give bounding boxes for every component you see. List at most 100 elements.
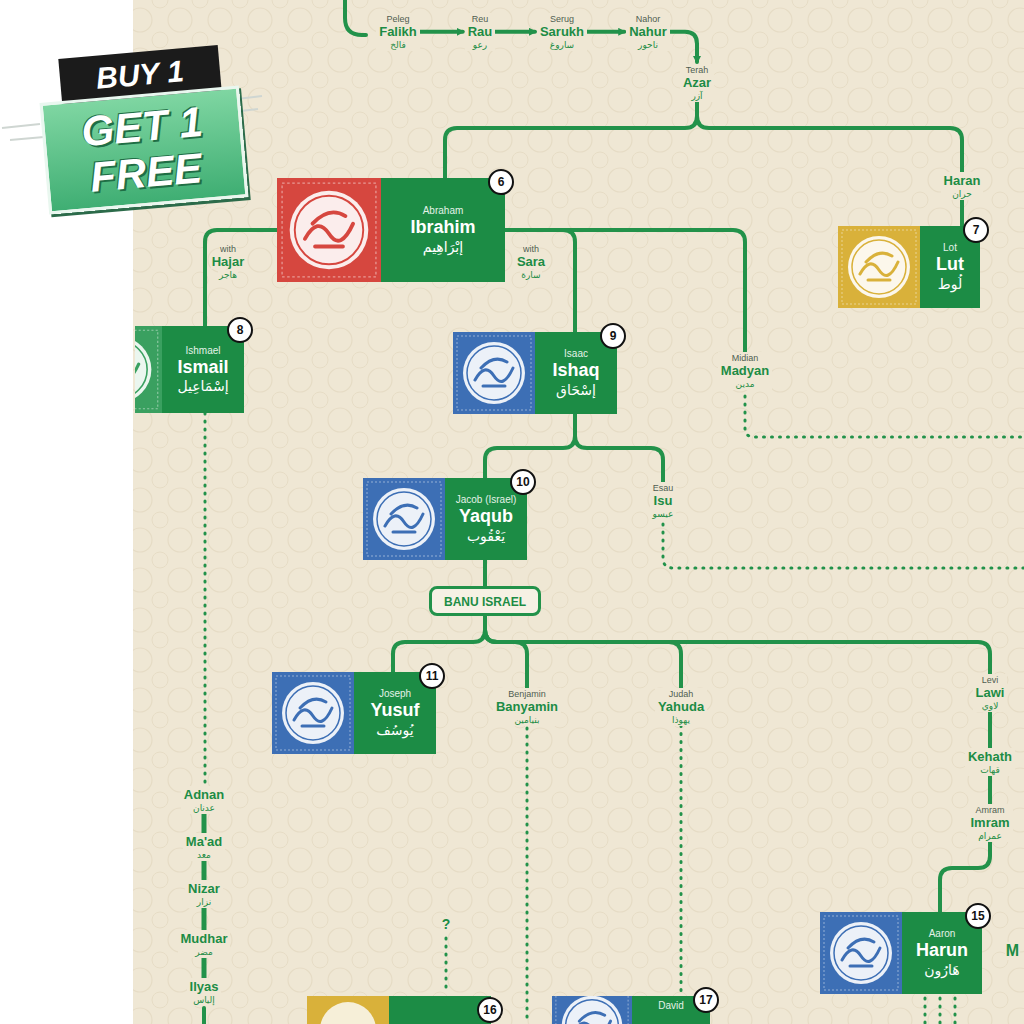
callout-number: 6	[488, 169, 514, 195]
arabic-name: نزار	[197, 897, 211, 907]
person-name: TerahAzarآزر	[680, 64, 714, 102]
lineage-line	[940, 842, 990, 912]
calligraphy-emblem	[135, 326, 162, 413]
lineage-line	[202, 958, 207, 978]
name: Nahur	[629, 24, 667, 40]
dotted-lineage	[939, 998, 942, 1024]
lineage-line	[575, 414, 663, 482]
group-pill: BANU ISRAEL	[429, 586, 541, 616]
callout-number: 17	[693, 987, 719, 1013]
callout-number: 11	[419, 663, 445, 689]
lineage-arrow	[670, 32, 697, 62]
lineage-line	[960, 200, 964, 226]
arabic-name: رعو	[473, 40, 487, 50]
lineage-line	[202, 1008, 206, 1024]
english-name: Terah	[686, 65, 709, 75]
arabic-name: ساروغ	[550, 40, 574, 50]
lineage-line	[204, 413, 207, 786]
english-name: Abraham	[423, 205, 464, 216]
arabic-name: عدنان	[193, 803, 215, 813]
name: Mudhar	[181, 931, 228, 947]
arabic-name: مضر	[195, 947, 213, 957]
promo-box: GET 1FREE	[39, 85, 248, 214]
calligraphy-emblem	[272, 672, 354, 754]
arabic-name: عمرام	[978, 831, 1002, 841]
english-name: Jacob (Israel)	[456, 494, 517, 505]
prophet-box: IshmaelIsmailإسْمَاعِيل8	[135, 326, 244, 413]
name: Madyan	[721, 363, 769, 379]
english-name: David	[658, 1000, 684, 1011]
emblem-ornament	[272, 672, 354, 754]
name: Yusuf	[370, 699, 419, 722]
english-name: Benjamin	[508, 689, 546, 699]
english-name: Levi	[982, 675, 999, 685]
callout-number: 15	[965, 903, 991, 929]
person-name: Haranحران	[941, 172, 984, 200]
promo-text: BUY 1	[95, 54, 185, 96]
arabic-name: يُوسُف	[376, 722, 413, 738]
lineage-line	[205, 230, 277, 326]
person-name: LeviLawiلاوي	[973, 674, 1008, 712]
prophet-box: AbrahamIbrahimإبْرَاهِيم6	[277, 178, 505, 282]
dotted-lineage	[663, 524, 1024, 568]
calligraphy-emblem	[820, 912, 902, 994]
arabic-name: بنيامين	[514, 715, 539, 725]
name: Yaqub	[459, 505, 513, 528]
name: Ishaq	[552, 359, 599, 382]
arabic-name: آزر	[691, 91, 702, 101]
prophet-box-partial	[307, 996, 491, 1024]
callout-number: 7	[963, 217, 989, 243]
ancestor-line	[345, 0, 366, 35]
calligraphy-emblem	[363, 478, 445, 560]
person-name: Nizarنزار	[185, 880, 223, 908]
arabic-name: لُوط	[938, 276, 962, 292]
spouse-label: with	[219, 244, 237, 254]
calligraphy-emblem	[277, 178, 381, 282]
person-name: ReuRauرعو	[465, 13, 496, 51]
person-name: BenjaminBanyaminبنيامين	[493, 688, 561, 726]
prophet-box: LotLutلُوط7	[838, 226, 980, 308]
english-name: Isaac	[564, 348, 588, 359]
spouse-label: سارة	[520, 270, 541, 280]
lineage-arrow	[420, 30, 463, 34]
name: Haran	[944, 173, 981, 189]
name: Lawi	[976, 685, 1005, 701]
lineage-line	[988, 776, 992, 804]
dotted-lineage	[445, 938, 448, 994]
partial-name: M	[1005, 942, 1020, 960]
name: Ilyas	[190, 979, 219, 995]
person-name: EsauIsuعيسو	[650, 482, 677, 520]
prophet-box: Jacob (Israel)Yaqubيَعْقُوب10	[363, 478, 527, 560]
callout-number: 16	[477, 997, 503, 1023]
arabic-name: لاوي	[982, 701, 999, 711]
arabic-name: حران	[952, 189, 972, 199]
callout-number: 8	[227, 317, 253, 343]
english-name: Peleg	[386, 14, 409, 24]
name: Yahuda	[658, 699, 704, 715]
unknown-mark: ?	[441, 916, 452, 932]
arabic-name: قهات	[980, 765, 1000, 775]
emblem-ornament	[820, 912, 902, 994]
lineage-line	[202, 908, 207, 930]
name: Banyamin	[496, 699, 558, 715]
dotted-lineage	[924, 998, 927, 1024]
dotted-lineage	[745, 396, 1024, 437]
calligraphy-emblem	[453, 332, 535, 414]
emblem-ornament	[453, 332, 535, 414]
dotted-lineage	[954, 998, 957, 1024]
arabic-name: هَارُون	[924, 962, 959, 978]
lineage-line	[445, 102, 697, 178]
arabic-name: إسْحَاق	[556, 382, 596, 398]
name: Ma'ad	[186, 834, 222, 850]
arabic-name: يَعْقُوب	[467, 528, 505, 544]
english-name: Judah	[669, 689, 694, 699]
person-name: MidianMadyanمدين	[718, 352, 772, 390]
english-name: Serug	[550, 14, 574, 24]
prophet-box: JosephYusufيُوسُف11	[272, 672, 436, 754]
person-name: Mudharمضر	[178, 930, 231, 958]
english-name: Joseph	[379, 688, 411, 699]
spouse-label: Hajar	[211, 254, 246, 269]
callout-number: 10	[510, 469, 536, 495]
lineage-line	[680, 726, 683, 996]
person-name: JudahYahudaيهوذا	[655, 688, 707, 726]
